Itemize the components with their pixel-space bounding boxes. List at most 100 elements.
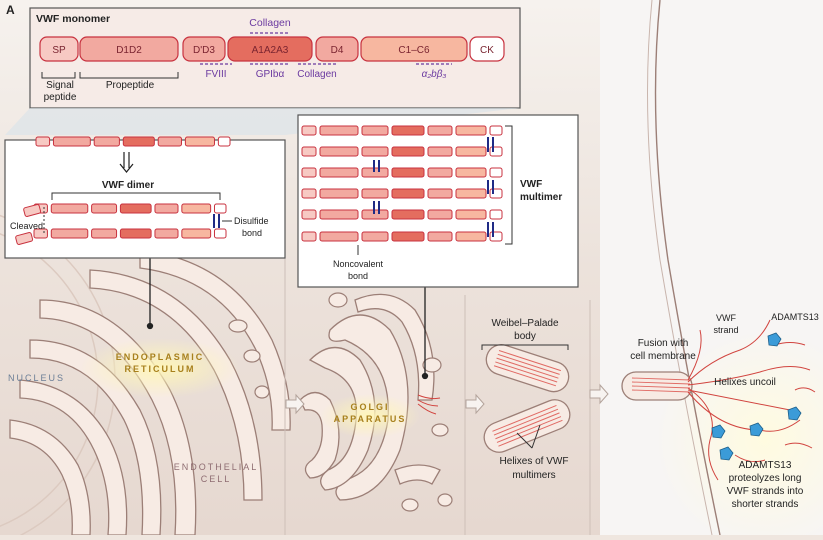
golgi-vesicles [328, 292, 453, 512]
nucleus-label: NUCLEUS [8, 373, 65, 383]
signal-peptide-label-2: peptide [44, 92, 77, 103]
monomer-domain-label: A1A2A3 [252, 45, 289, 56]
disulfide-label-2: bond [242, 228, 262, 238]
chain-domain [319, 146, 359, 157]
chain-domain [319, 209, 359, 220]
monomer-domain-box [79, 36, 179, 62]
multimer-disulfides [373, 137, 494, 237]
chain-domain [154, 203, 179, 214]
chain-domain [489, 167, 503, 178]
dimer-panel [4, 139, 286, 259]
cleaved-label: Cleaved [10, 221, 43, 231]
chain-domain [361, 146, 389, 157]
cleaved-fragment-2 [15, 232, 34, 245]
panel-label: A [6, 3, 15, 17]
chain-domain [489, 231, 503, 242]
monomer-domain-label: D1D2 [116, 45, 142, 56]
chain-domain [391, 167, 425, 178]
disulfide-label-1: Disulfide [234, 216, 269, 226]
binding-gpib: GPIbα [256, 69, 285, 80]
chain-domain [455, 167, 487, 178]
er-label-1: ENDOPLASMIC [116, 352, 205, 362]
chain-domain [91, 203, 118, 214]
chain-domain [181, 228, 212, 239]
helix-label-2: multimers [512, 470, 555, 481]
chain-domain [427, 146, 453, 157]
endothelial-label-1: ENDOTHELIAL [174, 462, 259, 472]
chain-domain [91, 228, 118, 239]
er-label-2: RETICULUM [125, 364, 196, 374]
chain-domain [391, 209, 425, 220]
monomer-domain-label: SP [52, 45, 66, 56]
monomer-domain-box [315, 36, 359, 62]
noncovalent-label-2: bond [348, 271, 368, 281]
section-dividers [284, 255, 591, 535]
fusion-label-1: Fusion with [638, 338, 689, 349]
chain-domain [427, 125, 453, 136]
golgi-glow [320, 394, 420, 438]
chain-domain [184, 136, 215, 147]
chain-domain [391, 188, 425, 199]
chain-domain [427, 209, 453, 220]
monomer-domain-box [360, 36, 468, 62]
chain-domain [301, 146, 317, 157]
chain-domain [489, 146, 503, 157]
chain-domain [301, 231, 317, 242]
binding-underlines [200, 32, 452, 65]
proteolyze-label-3: VWF strands into [727, 486, 804, 497]
chain-domain [213, 228, 227, 239]
chain-domain [455, 209, 487, 220]
propeptide-label: Propeptide [106, 80, 155, 91]
chain-domain [427, 188, 453, 199]
dimer-title: VWF dimer [102, 180, 154, 191]
monomer-title: VWF monomer [36, 13, 110, 25]
chain-domain [119, 203, 152, 214]
monomer-domain-box [227, 36, 313, 62]
monomer-domain-label: C1–C6 [398, 45, 430, 56]
er-vesicles [228, 319, 270, 399]
chain-domain [319, 188, 359, 199]
multimer-bracket [505, 125, 513, 245]
process-arrows [285, 383, 609, 415]
golgi-label-1: GOLGI [351, 402, 390, 412]
multimer-title-2: multimer [520, 192, 562, 203]
weibel-title-1: Weibel–Palade [491, 318, 559, 329]
er-glow [80, 338, 240, 398]
vwf-strands [687, 319, 816, 481]
chain-domain [361, 188, 389, 199]
chain-domain [427, 231, 453, 242]
vwf-chains [33, 125, 503, 242]
chain-domain [319, 167, 359, 178]
vwf-strand-label-2: strand [713, 325, 738, 335]
monomer-domain-box [469, 36, 505, 62]
helix-label-1: Helixes of VWF [500, 456, 569, 467]
chain-domain [319, 231, 359, 242]
uncoil-label: Helixes uncoil [714, 377, 776, 388]
chain-domain [35, 136, 51, 147]
monomer-domain-label: D4 [331, 45, 344, 56]
chain-domain [157, 136, 183, 147]
monomer-domains [39, 36, 505, 62]
chain-domain [455, 146, 487, 157]
chain-domain [455, 125, 487, 136]
noncovalent-label-1: Noncovalent [333, 259, 384, 269]
adamts13-enzymes [711, 332, 802, 461]
chain-domain [361, 231, 389, 242]
chain-domain [50, 203, 89, 214]
chain-domain [119, 228, 152, 239]
chain-domain [489, 125, 503, 136]
chain-domain [301, 125, 317, 136]
fusing-weibel-palade-body [621, 371, 693, 401]
chain-domain [455, 231, 487, 242]
monomer-domain-box [182, 36, 226, 62]
proteolyze-label-1: ADAMTS13 [739, 460, 792, 471]
signal-peptide-label-1: Signal [46, 80, 74, 91]
chain-domain [391, 125, 425, 136]
chain-domain [489, 209, 503, 220]
chain-domain [391, 231, 425, 242]
chain-domain [93, 136, 120, 147]
weibel-title-2: body [514, 331, 536, 342]
